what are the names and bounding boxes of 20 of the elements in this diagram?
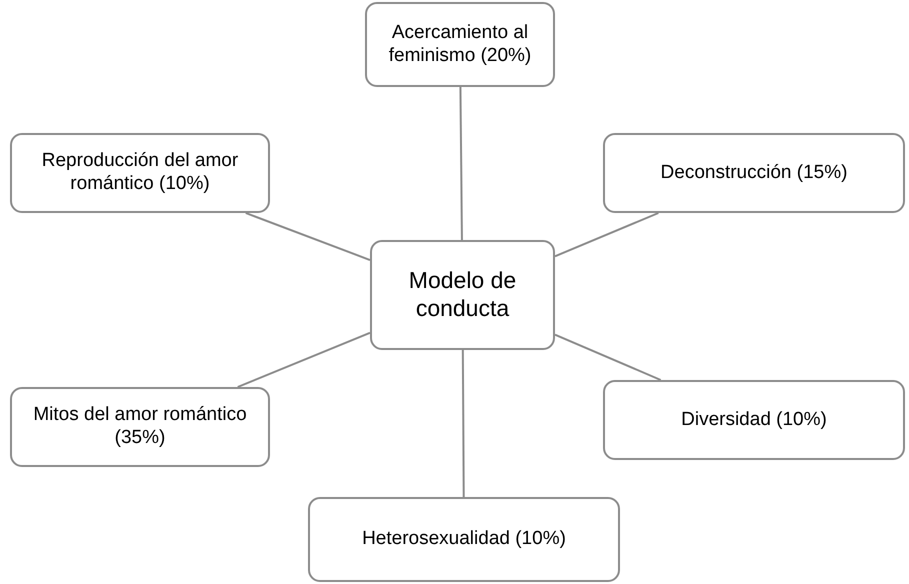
connector-line: [245, 212, 370, 261]
connector-line: [237, 332, 370, 388]
topic-label: Reproducción del amor romántico (10%): [40, 150, 240, 196]
connector-line: [554, 212, 659, 258]
topic-box: [308, 497, 620, 582]
topic-box: [603, 133, 905, 213]
topic-label: Acercamiento al feminismo (20%): [388, 22, 532, 68]
topic-label: Modelo de conducta: [408, 267, 518, 323]
topic-box: [10, 387, 270, 467]
central-concept-box: [370, 240, 555, 350]
topic-box: [10, 133, 270, 213]
topic-label: Mitos del amor romántico (35%): [32, 404, 248, 450]
connector-line: [554, 334, 662, 381]
connector-line: [459, 87, 463, 240]
topic-label: Deconstrucción (15%): [660, 162, 848, 184]
topic-label: Diversidad (10%): [681, 408, 827, 432]
topic-box: [365, 2, 555, 87]
connector-line: [462, 350, 465, 497]
topic-box: [603, 380, 905, 460]
topic-label: Heterosexualidad (10%): [362, 528, 566, 551]
